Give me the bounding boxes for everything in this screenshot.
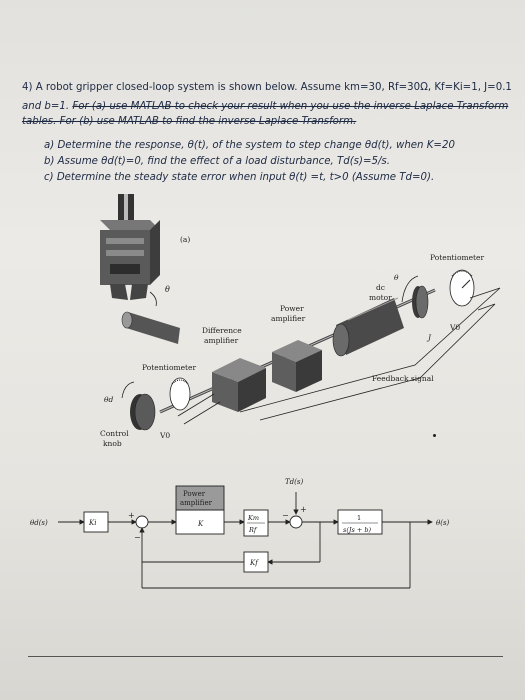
page-divider [28,656,503,657]
load-inertia-disk [412,285,429,319]
gripped-cylinder [121,311,180,344]
feedback-wiring [177,287,501,425]
left-potentiometer-label: Potentiometer [142,363,196,372]
dc-motor [332,297,404,357]
bd-kf-block: Kf [249,559,259,567]
gripper-theta-label: θ [165,285,170,294]
right-v0-label: V0 [449,323,460,332]
bd-km-label: Km [247,514,259,522]
diff-amp-label-1: Difference [202,326,242,335]
bd-sum2-minus: − [282,511,289,520]
dc-motor-label-2: motor [369,293,392,302]
bd-ki-block: Ki [88,519,96,527]
bd-sum1-plus: + [128,511,135,520]
bd-power-amp-label-1: Power [183,490,206,498]
control-knob-label-1: Control [100,429,129,438]
dc-motor-label-1: dc [376,283,385,292]
power-amplifier-shaded-box [175,485,225,511]
inertia-j-label: J [426,333,432,342]
struck-instruction-1: For (a) use MATLAB to check your result … [72,101,509,112]
bd-plant-numerator: 1 [357,514,361,522]
bd-rf-label: Rf [248,526,258,534]
bullet-dot [433,434,436,437]
part-c: c) Determine the steady state error when… [44,172,435,183]
bd-output-label: θ(s) [436,519,450,527]
part-a: a) Determine the response, θ(t), of the … [44,140,455,151]
control-knob-label-2: knob [103,439,122,448]
feedback-signal-label: Feedback signal [372,374,434,383]
problem-line-2-plain: and b=1. [22,101,73,112]
bd-input-label: θd(s) [30,519,48,527]
difference-amplifier-block [212,358,266,412]
bd-power-amp-label-2: amplifier [180,499,213,507]
problem-line-1: 4) A robot gripper closed-loop system is… [22,82,512,93]
gripper-system-illustration: (a) θ Difference amplifier Power amplifi… [100,194,501,448]
struck-instruction-2: tables. For (b) use MATLAB to find the i… [22,116,357,127]
right-potentiometer [449,269,475,307]
motor-theta-label: θ [394,273,399,282]
control-knob [130,393,156,431]
bd-sum1-minus: − [134,533,141,542]
part-b: b) Assume θd(t)=0, find the effect of a … [44,156,390,167]
power-amp-label-2: amplifier [271,314,306,323]
bd-k-block: K [197,520,204,528]
left-v0-label: V0 [159,431,170,440]
power-amp-label-1: Power [280,304,304,313]
power-amplifier-block [272,340,322,392]
theta-d-label: θd [104,395,114,404]
diff-amp-label-2: amplifier [204,336,239,345]
bd-disturbance-label: Td(s) [285,478,303,486]
right-potentiometer-label: Potentiometer [430,253,484,262]
panel-label-a: (a) [180,235,190,244]
gripper-jaw-illustration [100,194,160,307]
block-diagram: θd(s) Ki Power amplifier K Km Rf Td(s) 1… [30,478,450,589]
bd-plant-denominator: s(Js + b) [343,526,372,534]
problem-line-2: and b=1. For (a) use MATLAB to check you… [22,101,508,112]
left-potentiometer [169,377,191,411]
bd-sum2-plus: + [300,505,307,514]
